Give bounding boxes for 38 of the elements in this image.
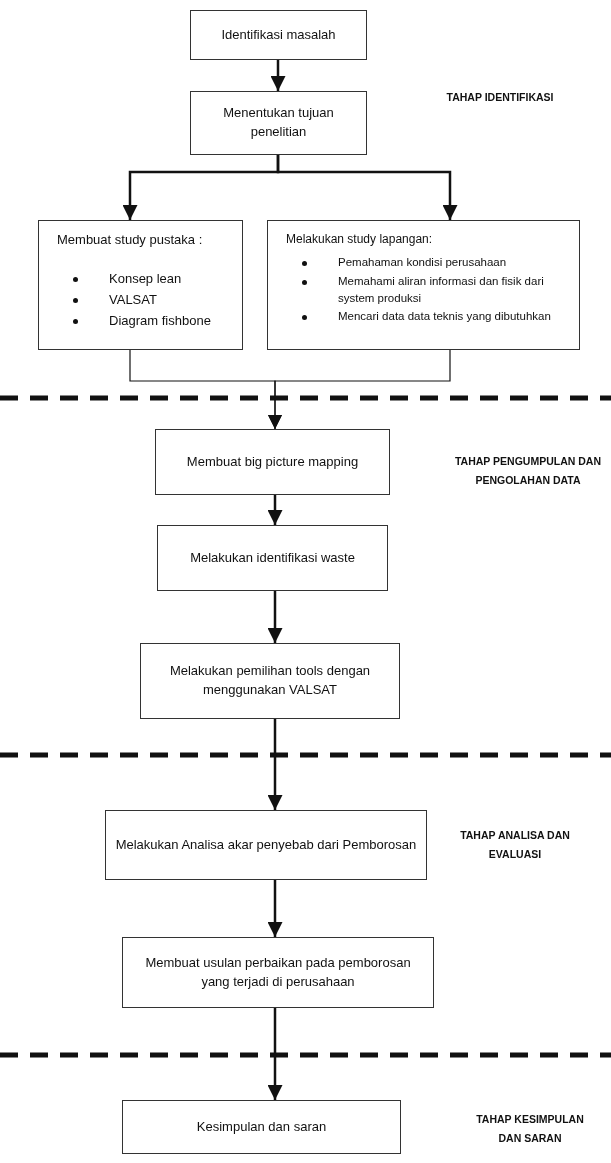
box-text: Menentukan tujuan penelitian bbox=[222, 104, 335, 141]
process-box bbox=[267, 220, 580, 350]
process-box bbox=[105, 810, 427, 880]
arrow bbox=[267, 349, 451, 430]
process-box bbox=[38, 220, 243, 350]
stage-label: TAHAP KESIMPULAN DAN SARAN bbox=[475, 1112, 585, 1146]
arrow bbox=[267, 591, 283, 643]
bullet-item: VALSAT bbox=[47, 290, 234, 310]
process-box bbox=[122, 1100, 401, 1154]
arrow bbox=[276, 155, 458, 220]
process-box bbox=[155, 429, 390, 495]
arrow bbox=[267, 719, 283, 810]
stage-label: TAHAP PENGUMPULAN DAN PENGOLAHAN DATA bbox=[454, 454, 602, 488]
arrow bbox=[267, 495, 283, 525]
arrow bbox=[270, 60, 286, 91]
process-box bbox=[157, 525, 388, 591]
box-text: Melakukan Analisa akar penyebab dari Pemborosan bbox=[115, 835, 417, 854]
process-box bbox=[122, 937, 434, 1008]
arrow bbox=[267, 880, 283, 937]
list-heading: Membuat study pustaka : bbox=[56, 231, 204, 249]
arrow bbox=[267, 1008, 283, 1100]
bullet-item: Mencari data data teknis yang dibutuhkan bbox=[276, 308, 571, 326]
box-text: Melakukan identifikasi waste bbox=[190, 548, 355, 567]
list-heading: Melakukan study lapangan: bbox=[285, 231, 434, 248]
box-text: Membuat big picture mapping bbox=[186, 452, 359, 471]
process-box bbox=[190, 91, 367, 155]
box-text: Kesimpulan dan saran bbox=[196, 1117, 327, 1136]
box-text: Identifikasi masalah bbox=[221, 25, 336, 44]
box-text: Membuat usulan perbaikan pada pemborosan yang terjadi di perusahaan bbox=[144, 953, 412, 991]
bullet-item: Diagram fishbone bbox=[47, 311, 234, 331]
process-box bbox=[190, 10, 367, 60]
bullet-item: Memahami aliran informasi dan fisik dari system produksi bbox=[276, 273, 571, 307]
stage-label: TAHAP IDENTIFIKASI bbox=[445, 90, 555, 105]
bullet-item: Konsep lean bbox=[47, 269, 234, 289]
bullet-item: Pemahaman kondisi perusahaan bbox=[276, 254, 571, 272]
process-box bbox=[140, 643, 400, 719]
stage-label: TAHAP ANALISA DAN EVALUASI bbox=[459, 828, 571, 862]
box-text: Melakukan pemilihan tools dengan menggunakan VALSAT bbox=[168, 662, 372, 699]
